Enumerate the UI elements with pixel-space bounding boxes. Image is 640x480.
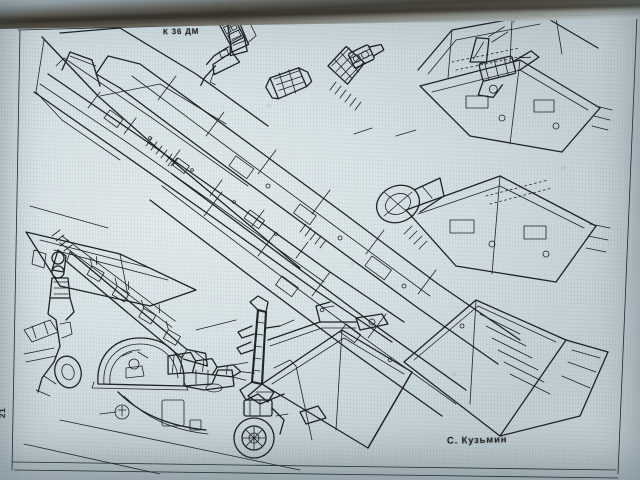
figure-aux-detail-cluster bbox=[23, 319, 59, 363]
figure-dotted-seam-panel bbox=[451, 47, 553, 205]
artist-signature: С. Кузьмин bbox=[446, 434, 508, 447]
figure-nose-landing-gear bbox=[233, 295, 297, 459]
detail-hatched-panels bbox=[51, 81, 428, 252]
figure-bulkhead-frame bbox=[417, 13, 599, 79]
figure-pitot-boom bbox=[167, 351, 256, 381]
figure-hinge-actuator-detail bbox=[469, 12, 540, 99]
figure-seat-detail-small bbox=[348, 43, 385, 69]
figure-seat-headrest-detail bbox=[265, 67, 313, 100]
construction-lines bbox=[23, 127, 417, 475]
figure-planform-upper bbox=[35, 27, 301, 269]
page-frame-border bbox=[11, 5, 640, 479]
figure-gear-retraction-arm bbox=[267, 301, 389, 347]
figure-wing-root-upper-right bbox=[419, 59, 613, 153]
seat-designation-label: К 36 ДМ bbox=[162, 26, 200, 37]
figure-wing-root-mid-right bbox=[405, 175, 611, 283]
figure-main-landing-gear bbox=[31, 249, 82, 397]
figure-gear-door-fairing bbox=[99, 391, 209, 435]
figure-canopy bbox=[91, 337, 235, 393]
figure-vertical-tail bbox=[247, 329, 413, 449]
figure-wing-planform-left bbox=[25, 231, 197, 307]
figure-airbrake-panel bbox=[403, 299, 609, 437]
page-number: 21 bbox=[0, 407, 7, 419]
figure-tail-cone bbox=[375, 177, 445, 224]
figure-fuselage-upper bbox=[33, 51, 405, 343]
